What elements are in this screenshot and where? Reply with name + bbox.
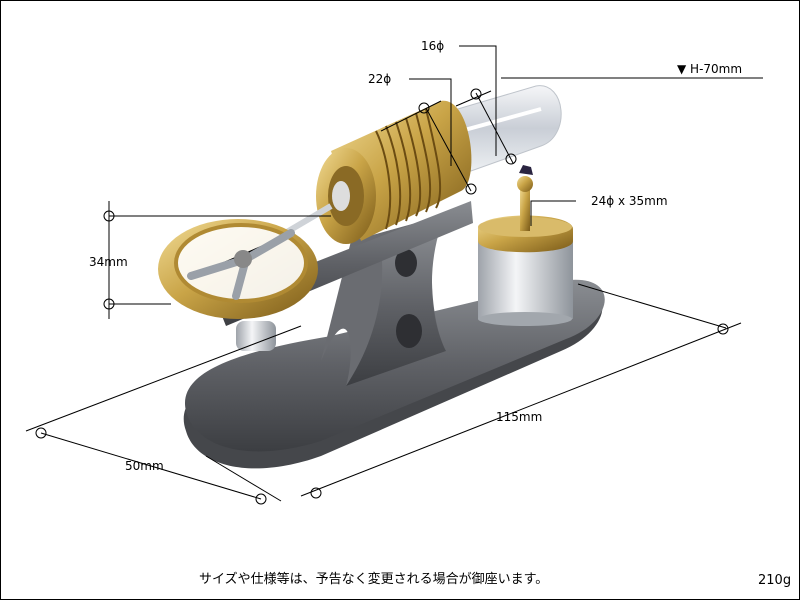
dimension-width: 50mm <box>125 459 164 473</box>
brass-cylinder <box>316 100 472 244</box>
dimension-height: ▼ H-70mm <box>677 62 743 76</box>
glass-cylinder <box>450 85 562 172</box>
spec-change-notice: サイズや仕様等は、予告なく変更される場合が御座います。 <box>199 572 549 587</box>
weight-label: 210g <box>758 573 792 588</box>
dimension-markers <box>35 88 729 505</box>
dimension-length: 115mm <box>496 410 543 424</box>
alcohol-burner <box>478 165 573 326</box>
dimension-lines <box>25 45 763 502</box>
dimension-22-phi: 22ϕ <box>368 72 392 86</box>
dimension-burner: 24ϕ x 35mm <box>591 194 668 208</box>
dimension-16-phi: 16ϕ <box>421 39 445 53</box>
flywheel <box>158 219 318 351</box>
dimension-flywheel-height: 34mm <box>89 255 128 269</box>
